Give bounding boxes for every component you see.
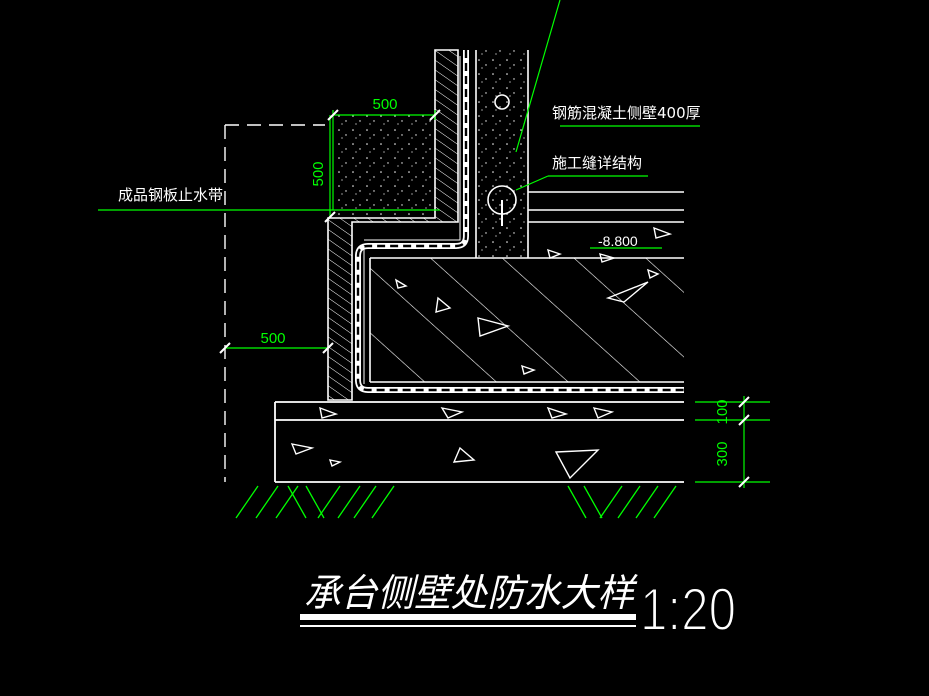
pile-cap <box>369 257 684 383</box>
dimension-ticks <box>219 109 750 488</box>
label-elevation: -8.800 <box>598 233 638 249</box>
fill-block <box>333 115 435 218</box>
label-waterstop: 成品钢板止水带 <box>118 186 223 204</box>
cushion-layers <box>274 401 684 483</box>
dim-layer-lower: 300 <box>714 441 731 466</box>
floor-slab <box>528 191 684 223</box>
extension-outline <box>224 124 325 482</box>
aggregate-triangles <box>290 226 673 480</box>
dim-top-width: 500 <box>372 96 397 113</box>
title-underline <box>300 614 636 627</box>
label-wall: 钢筋混凝土侧壁400厚 <box>552 104 701 122</box>
dim-top-height: 500 <box>310 161 327 186</box>
side-wall <box>475 50 529 258</box>
dim-side-width: 500 <box>260 330 285 347</box>
dim-layer-upper: 100 <box>714 399 731 424</box>
label-joint: 施工缝详结构 <box>552 154 642 172</box>
waterproof-membrane <box>355 50 684 393</box>
construction-joint-marks <box>487 94 517 226</box>
ground-hatch <box>235 485 677 519</box>
drawing-scale: 1:20 <box>640 576 736 643</box>
drawing-title: 承台侧壁处防水大样 <box>304 571 638 615</box>
